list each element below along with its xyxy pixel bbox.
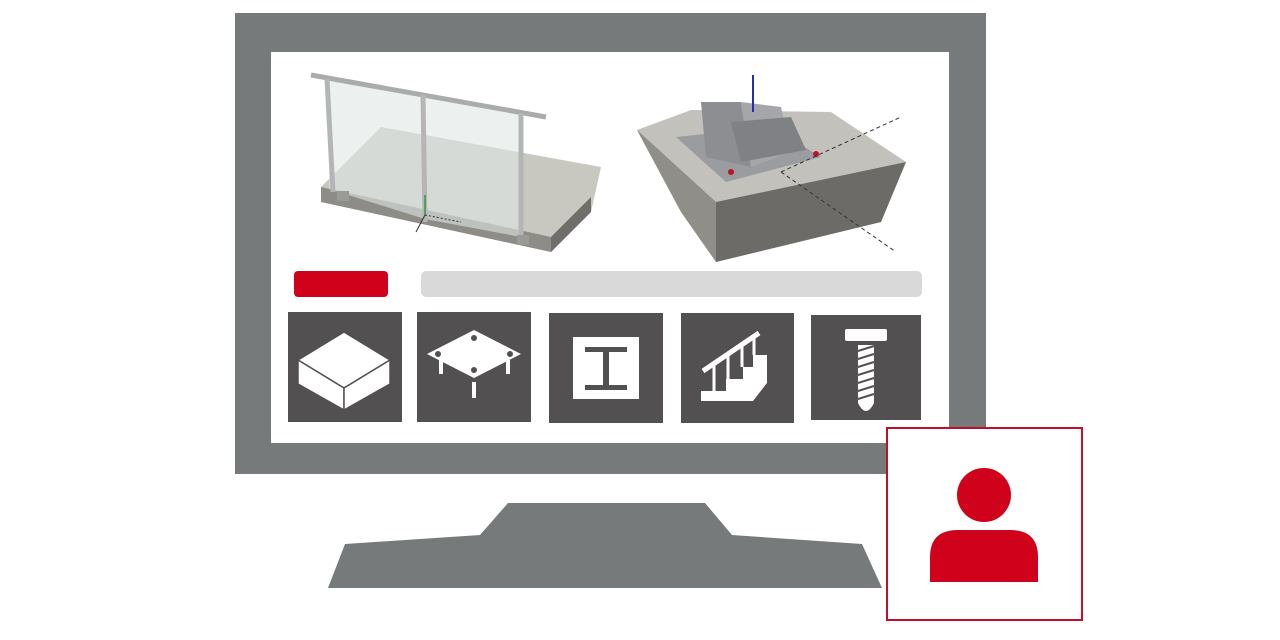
primary-action-button[interactable]	[294, 271, 388, 297]
base-plate-icon	[427, 330, 521, 398]
railing-model-preview[interactable]	[301, 67, 601, 267]
base-plate-model-preview[interactable]	[631, 72, 931, 272]
tile-steel-beam[interactable]	[549, 313, 663, 423]
tile-railing[interactable]	[681, 313, 794, 423]
concrete-block-icon	[296, 331, 392, 412]
tile-concrete[interactable]	[288, 312, 402, 422]
tile-anchor[interactable]	[811, 315, 921, 420]
user-icon	[930, 468, 1038, 582]
tile-base-plate[interactable]	[417, 312, 531, 422]
anchor-screw-icon	[845, 329, 887, 411]
stair-railing-icon	[701, 330, 767, 401]
monitor-screen	[271, 52, 949, 443]
user-card[interactable]	[886, 427, 1083, 621]
search-bar[interactable]	[421, 271, 922, 297]
steel-i-beam-icon	[573, 337, 639, 399]
